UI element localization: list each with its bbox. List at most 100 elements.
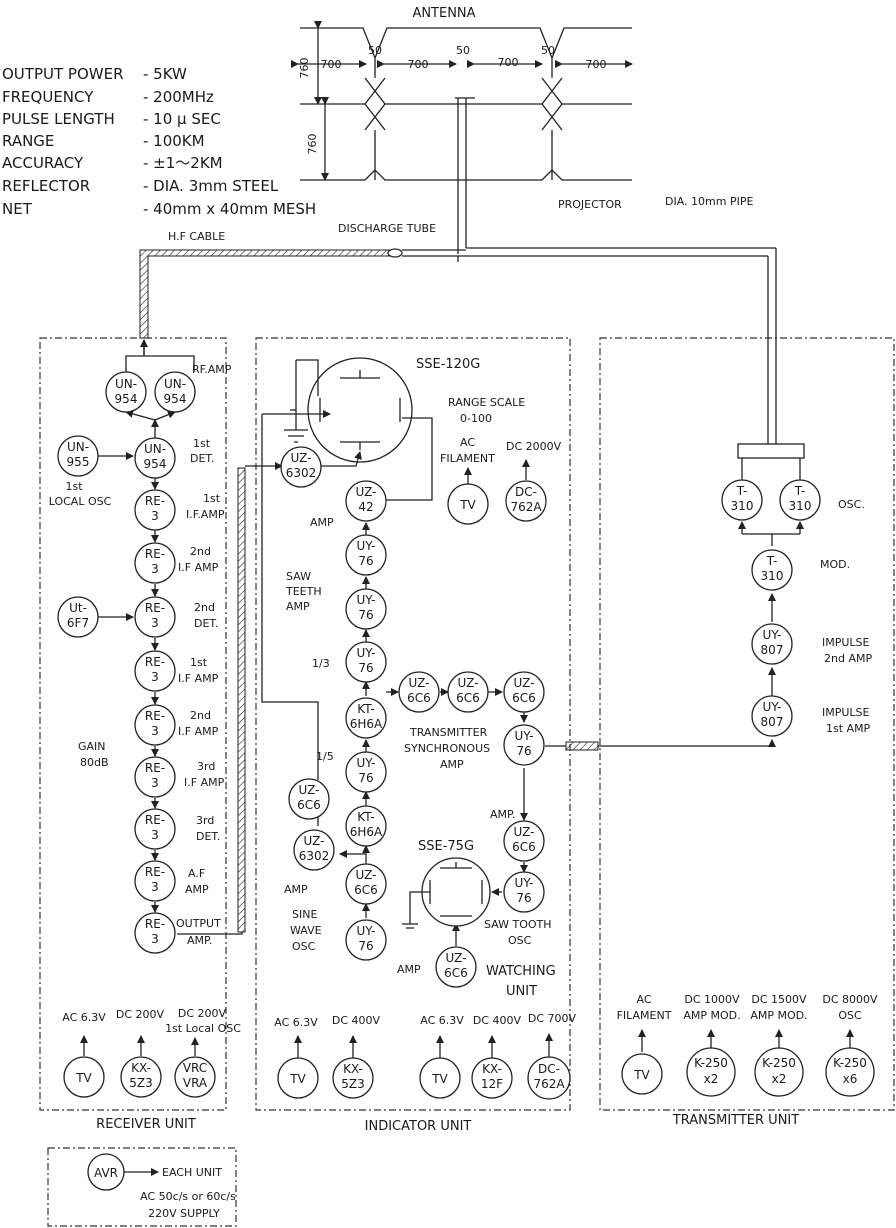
tube-number: 310	[761, 569, 784, 583]
stage-label: AMP	[440, 758, 464, 771]
stage-label: SYNCHRONOUS	[404, 742, 490, 755]
stage-label: I.F AMP	[178, 725, 219, 738]
tube-type: UY-	[762, 700, 781, 714]
tube-type: UZ-	[356, 485, 377, 499]
tube-type: UN-	[144, 442, 166, 456]
tube-type: VRC	[183, 1061, 207, 1075]
watching-unit-label: WATCHING	[486, 964, 556, 979]
tube: UZ- 42	[345, 480, 387, 522]
antenna-array: ANTENNA 760 760 700 700 700 700 50 50 50…	[168, 6, 753, 254]
stage-label: 1st	[190, 656, 208, 669]
tube: UZ- 6C6	[435, 946, 477, 988]
tube-number: 76	[358, 661, 373, 675]
power-label: DC 8000V	[822, 993, 878, 1006]
range-scale-value: 0-100	[460, 412, 492, 425]
tube: K-250 x2	[686, 1047, 736, 1097]
tube: KT- 6H6A	[345, 697, 387, 739]
tube-number: 6302	[286, 466, 317, 480]
tube-type: T-	[736, 484, 748, 498]
indicator-unit-box	[255, 337, 571, 1111]
tube-number: 5Z3	[129, 1076, 153, 1090]
tube: TV	[277, 1057, 319, 1099]
specifications: OUTPUT POWER - 5KW FREQUENCY - 200MHz PU…	[2, 65, 316, 218]
stage-label: IMPULSE	[822, 706, 870, 719]
spec-value: - 5KW	[143, 65, 187, 83]
power-label: DC 200V	[178, 1007, 227, 1020]
crt-main-label: SSE-120G	[416, 357, 480, 372]
stage-label: 3rd	[197, 760, 215, 773]
tube-type: UZ-	[514, 825, 535, 839]
tube-type: UY-	[356, 593, 375, 607]
tube: UZ- 6C6	[447, 671, 489, 713]
tube-type: KX-	[482, 1062, 502, 1076]
dim-50: 50	[368, 44, 382, 57]
tube-number: 76	[358, 608, 373, 622]
stage-label: IMPULSE	[822, 636, 870, 649]
tube-number: x2	[704, 1072, 719, 1086]
spec-label: FREQUENCY	[2, 88, 94, 106]
power-label: AC 6.3V	[420, 1014, 464, 1027]
tube-number: 310	[789, 499, 812, 513]
tube-number: 954	[144, 457, 167, 471]
tube: UN- 955	[57, 435, 99, 477]
tube-number: 6C6	[407, 691, 431, 705]
tube-number: 807	[761, 715, 784, 729]
dim-700: 700	[498, 56, 519, 69]
power-label: AMP MOD.	[683, 1009, 740, 1022]
tube-type: UZ-	[304, 834, 325, 848]
stage-label: AMP.	[187, 934, 212, 947]
stage-label: AMP.	[490, 808, 515, 821]
spec-label: OUTPUT POWER	[2, 65, 124, 83]
power-label: DC 200V	[116, 1008, 165, 1021]
tube: RE- 3	[134, 808, 176, 850]
tube-number: 3	[151, 828, 159, 842]
tube: KT- 6H6A	[345, 805, 387, 847]
gain-value: 80dB	[80, 756, 109, 769]
stage-label: 1st	[193, 437, 211, 450]
tube-number: 3	[151, 509, 159, 523]
power-label: AC 6.3V	[62, 1011, 106, 1024]
tube: DC- 762A	[527, 1056, 571, 1100]
indicator-unit: SSE-120G RANGE SCALE 0-100 AC FILAMENT D…	[245, 357, 599, 1100]
tube-number: 76	[516, 891, 531, 905]
tube-number: 3	[151, 724, 159, 738]
tube: RE- 3	[134, 489, 176, 531]
tube-number: 310	[731, 499, 754, 513]
tube-type: UN-	[115, 377, 137, 391]
tube-number: 6H6A	[350, 717, 383, 731]
tube-type: RE-	[145, 709, 165, 723]
stage-label: SAW TOOTH	[484, 918, 552, 931]
tube-number: 76	[358, 939, 373, 953]
tube-type: KT-	[357, 810, 375, 824]
tube-number: 6F7	[67, 616, 89, 630]
hf-cable-label: H.F CABLE	[168, 230, 225, 243]
power-label: DC 400V	[473, 1014, 522, 1027]
tube: UN- 954	[134, 437, 176, 479]
tube: UY- 76	[345, 534, 387, 576]
tube-number: 6C6	[297, 798, 321, 812]
tube-number: 6C6	[444, 966, 468, 980]
power-label: DC 400V	[332, 1014, 381, 1027]
tube-type: RE-	[145, 917, 165, 931]
range-scale-label: RANGE SCALE	[448, 396, 525, 409]
tube-number: 955	[67, 455, 90, 469]
tube-number: 76	[358, 554, 373, 568]
tube-number: 6C6	[512, 691, 536, 705]
tube-type: UZ-	[458, 676, 479, 690]
tube: RE- 3	[134, 704, 176, 746]
tube: RE- 3	[134, 542, 176, 584]
tube-type: TV	[633, 1068, 650, 1082]
transmitter-unit-box	[599, 337, 895, 1111]
spec-label: REFLECTOR	[2, 177, 90, 195]
power-label: DC 1500V	[751, 993, 807, 1006]
tube-type: K-250	[833, 1056, 867, 1070]
tube-type: RE-	[145, 547, 165, 561]
stage-label: 1st	[65, 480, 83, 493]
tube-type: T-	[794, 484, 806, 498]
tube: AVR	[87, 1153, 125, 1191]
tube-number: 3	[151, 616, 159, 630]
watching-unit-label: UNIT	[506, 984, 537, 999]
receiver-unit-box	[39, 337, 227, 1111]
spec-value: - ±1～2KM	[143, 154, 223, 172]
tube-type: UN-	[67, 440, 89, 454]
